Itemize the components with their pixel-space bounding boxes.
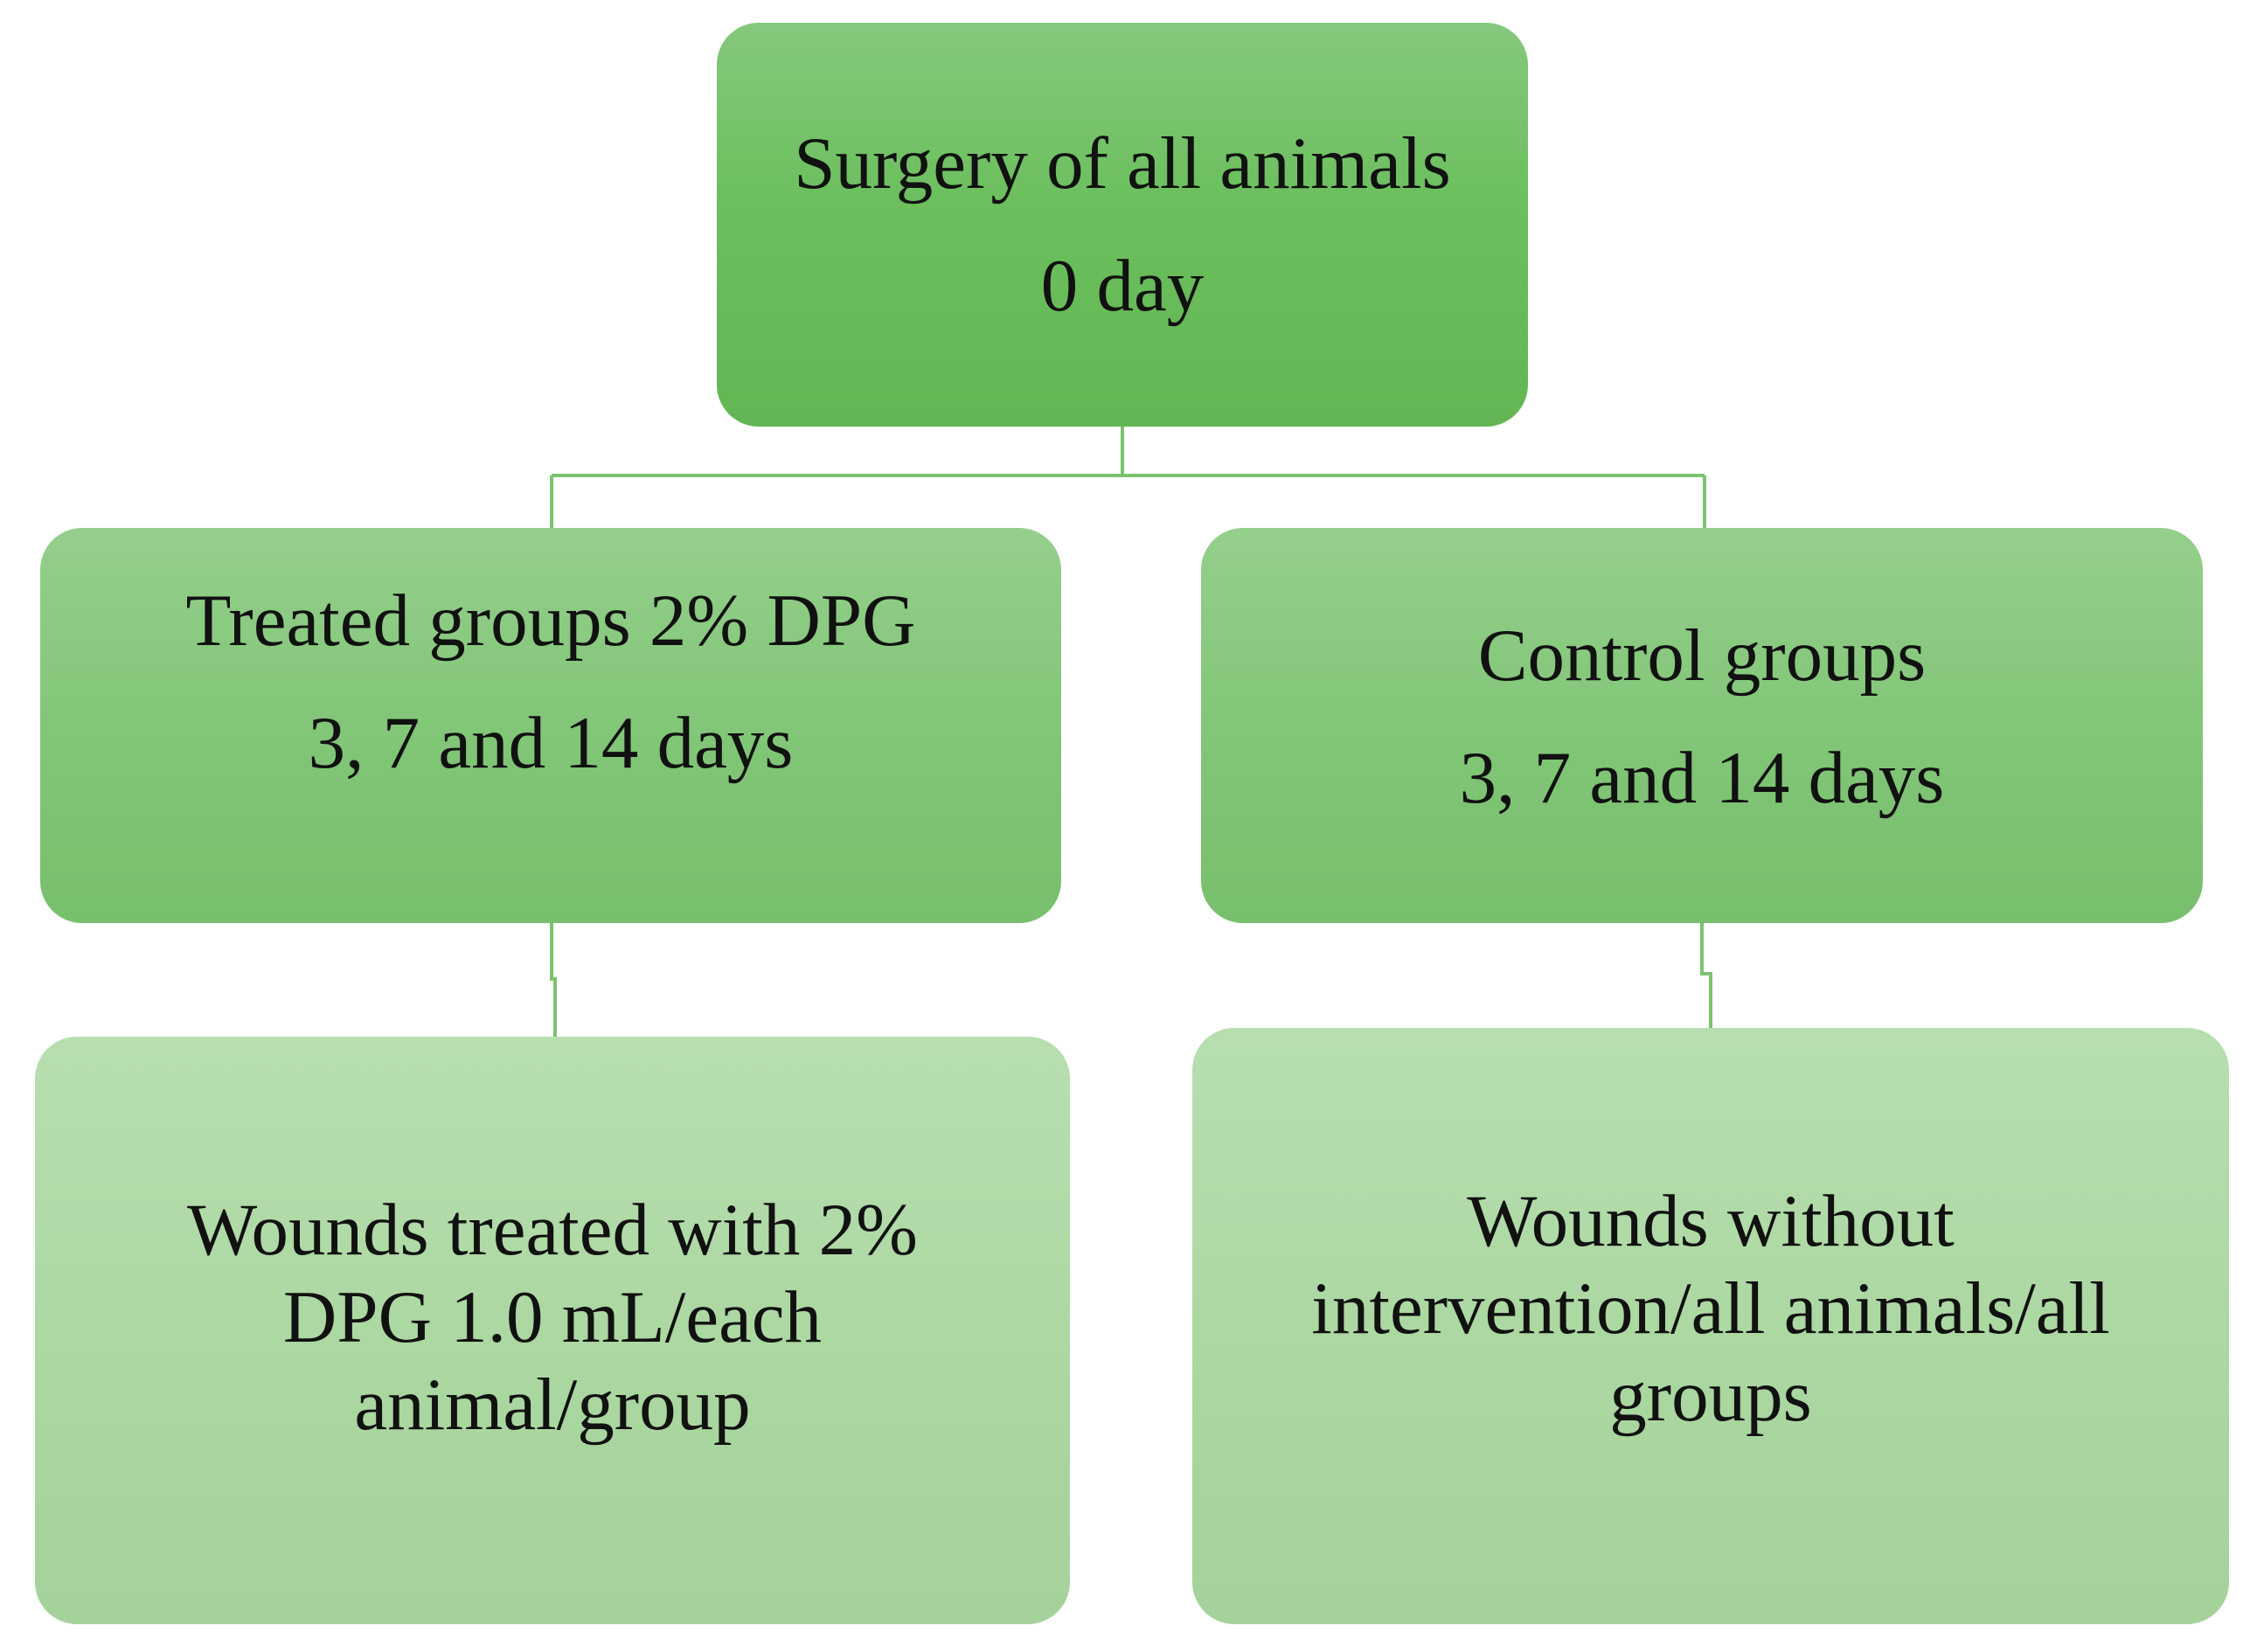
connector-root-to-groups (550, 427, 1706, 528)
node-surgery: Surgery of all animals 0 day (717, 23, 1528, 427)
node-surgery-subtitle: 0 day (1040, 245, 1205, 327)
node-surgery-title: Surgery of all animals (794, 121, 1451, 205)
node-treated-groups: Treated groups 2% DPG 3, 7 and 14 days (40, 528, 1061, 923)
node-control-detail: Wounds without intervention/all animals/… (1192, 1028, 2229, 1624)
connector-control-to-detail (1700, 923, 1712, 1028)
node-control-detail-text: Wounds without intervention/all animals/… (1311, 1179, 2110, 1438)
node-control-subtitle: 3, 7 and 14 days (1459, 737, 1945, 819)
node-treated-title: Treated groups 2% DPG (185, 580, 916, 662)
node-control-groups: Control groups 3, 7 and 14 days (1201, 528, 2203, 923)
node-treated-subtitle: 3, 7 and 14 days (308, 702, 794, 785)
connector-treated-to-detail (550, 923, 557, 1037)
node-treated-detail-text: Wounds treated with 2% DPG 1.0 mL/each a… (187, 1188, 918, 1447)
node-treated-detail: Wounds treated with 2% DPG 1.0 mL/each a… (35, 1037, 1070, 1624)
node-control-title: Control groups (1477, 614, 1927, 697)
